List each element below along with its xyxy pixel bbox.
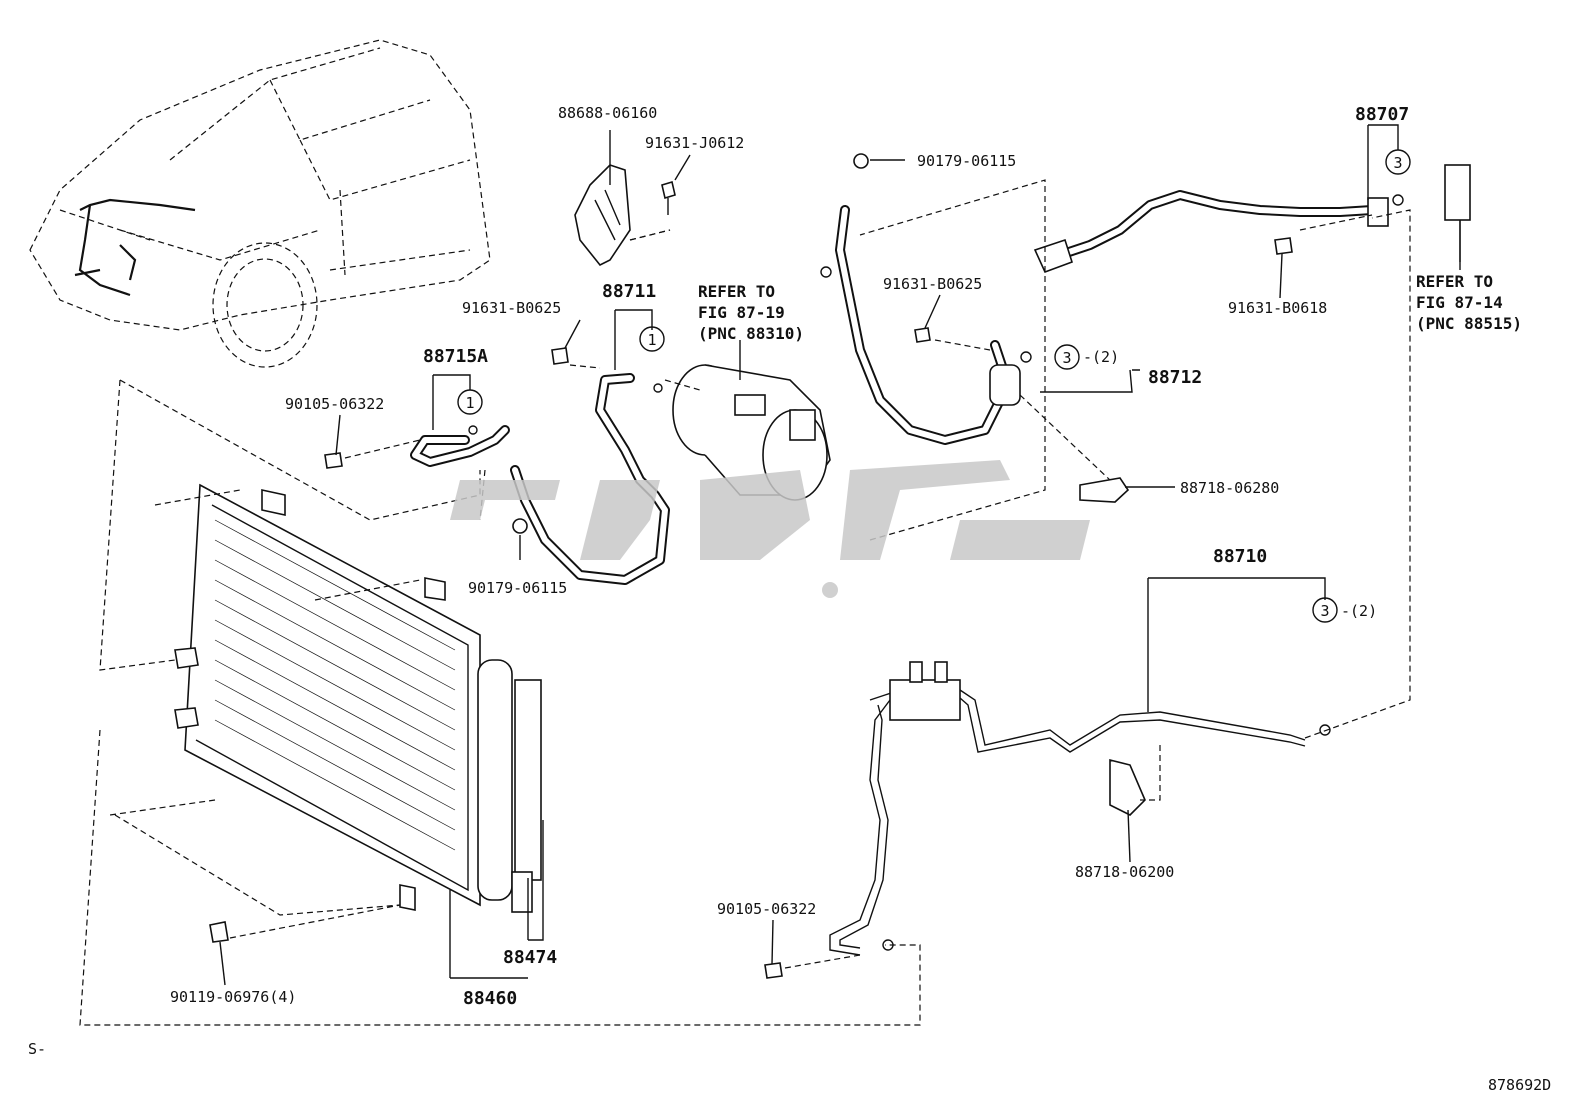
callout-1-88711: 1 [647,331,656,349]
callout-rings [457,149,1411,623]
label-90179-06115-bottom: 90179-06115 [468,579,567,597]
label-91631-b0625-mid: 91631-B0625 [883,275,982,293]
callout-3-88707: 3 [1393,154,1402,172]
qty-88712: -(2) [1083,348,1119,366]
hose-88715a [410,425,510,467]
refer-compressor-line3: (PNC 88310) [698,324,804,343]
label-88711: 88711 [602,281,656,302]
clamp-88718-06280-part [1079,477,1130,503]
callout-3-88712: 3 [1062,349,1071,367]
label-90105-06322-left: 90105-06322 [285,395,384,413]
watermark-logo [450,460,1090,598]
label-90119-06976: 90119-06976(4) [170,988,296,1006]
refer-compressor-line2: FIG 87-19 [698,303,785,322]
label-88688-06160: 88688-06160 [558,104,657,122]
expansion-valve [1444,164,1471,270]
bracket-88688 [574,164,676,267]
label-90179-06115-top: 90179-06115 [917,152,1016,170]
refer-valve-line2: FIG 87-14 [1416,293,1503,312]
label-90105-06322-bottom: 90105-06322 [717,900,816,918]
refer-valve-line1: REFER TO [1416,272,1493,291]
refer-compressor-line1: REFER TO [698,282,775,301]
qty-88710: -(2) [1341,602,1377,620]
refer-valve-line3: (PNC 88515) [1416,314,1522,333]
label-91631-b0625-left: 91631-B0625 [462,299,561,317]
label-88718-06200: 88718-06200 [1075,863,1174,881]
label-88715a: 88715A [423,346,488,367]
label-91631-b0618: 91631-B0618 [1228,299,1327,317]
callout-1-88715a: 1 [465,394,474,412]
label-88474: 88474 [503,947,557,968]
callout-3-88710: 3 [1320,602,1329,620]
pipe-88710 [829,661,1306,956]
clamp-88718-06200-part [1109,758,1146,816]
hose-88712 [835,205,1021,445]
label-88707: 88707 [1355,104,1409,125]
label-88718-06280: 88718-06280 [1180,479,1279,497]
compressor [672,364,831,501]
pipe-88707 [1033,190,1389,274]
label-88712: 88712 [1148,367,1202,388]
label-91631-j0612: 91631-J0612 [645,134,744,152]
bolts [209,153,1293,979]
corner-mark: S- [28,1040,46,1058]
pipe-88711 [510,373,670,585]
vehicle-outline [29,39,491,368]
label-88710: 88710 [1213,546,1267,567]
leader-lines [79,124,1461,1026]
condenser [174,483,542,913]
figure-code: 878692D [1488,1076,1551,1094]
label-88460: 88460 [463,988,517,1009]
